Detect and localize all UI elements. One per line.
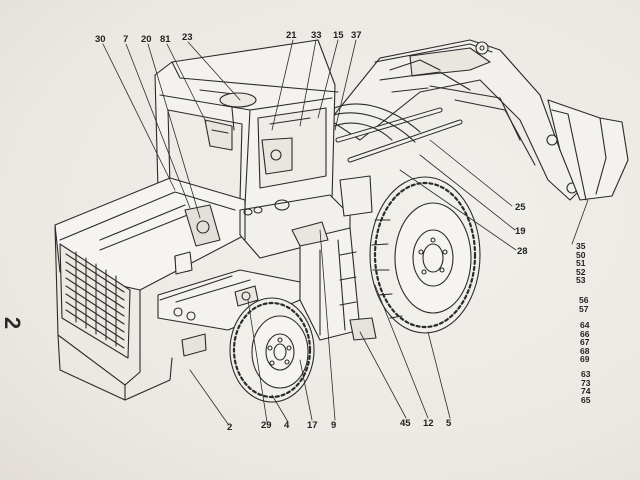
page-number: 2 — [0, 316, 26, 330]
callout-25: 25 — [515, 202, 526, 213]
callout-73: 73 — [581, 377, 591, 388]
radiator-grille — [60, 244, 130, 358]
callout-68: 68 — [580, 345, 590, 356]
callout-4: 4 — [284, 420, 290, 431]
chassis-frame — [158, 176, 376, 356]
callout-35: 35 — [576, 241, 586, 251]
leader-lines — [103, 40, 588, 424]
callout-53: 53 — [576, 275, 586, 285]
callout-66: 66 — [580, 328, 590, 339]
callout-33: 33 — [311, 30, 322, 41]
front-wheel — [230, 298, 314, 402]
callout-7: 7 — [123, 34, 129, 45]
callout-65: 65 — [581, 394, 591, 405]
callout-50: 50 — [576, 249, 586, 260]
callout-stack-4: 63 73 74 65 — [581, 370, 590, 404]
callout-20: 20 — [141, 34, 152, 45]
rear-wheel — [370, 177, 480, 333]
callout-51: 51 — [576, 258, 586, 268]
callout-67: 67 — [580, 337, 590, 347]
hydraulic-cylinders — [325, 60, 470, 160]
operator-cab — [155, 40, 338, 210]
callout-29: 29 — [261, 420, 272, 431]
callout-stack-1: 35 50 51 52 53 — [576, 242, 585, 285]
callout-2: 2 — [227, 422, 233, 433]
callout-stack-2: 56 57 — [579, 296, 588, 313]
callout-5: 5 — [446, 418, 452, 429]
callout-12: 12 — [423, 418, 434, 429]
callout-21: 21 — [286, 30, 297, 41]
callout-9: 9 — [331, 420, 337, 431]
callout-23: 23 — [182, 32, 193, 43]
callout-57: 57 — [579, 303, 589, 314]
callout-81: 81 — [160, 34, 171, 45]
callout-stack-3: 64 66 67 68 69 — [580, 321, 589, 364]
callout-52: 52 — [576, 266, 586, 277]
callout-37: 37 — [351, 30, 362, 41]
engine-hood — [55, 178, 245, 400]
bucket — [548, 100, 628, 200]
callout-30: 30 — [95, 34, 106, 45]
callout-69: 69 — [580, 354, 590, 364]
callout-74: 74 — [581, 386, 591, 396]
callout-15: 15 — [333, 30, 344, 41]
callout-64: 64 — [580, 320, 590, 330]
callout-63: 63 — [581, 369, 591, 379]
callout-56: 56 — [579, 295, 589, 305]
callout-28: 28 — [517, 246, 528, 257]
callout-19: 19 — [515, 226, 526, 237]
loader-arm — [330, 40, 580, 200]
callout-17: 17 — [307, 420, 318, 431]
callout-45: 45 — [400, 418, 411, 429]
